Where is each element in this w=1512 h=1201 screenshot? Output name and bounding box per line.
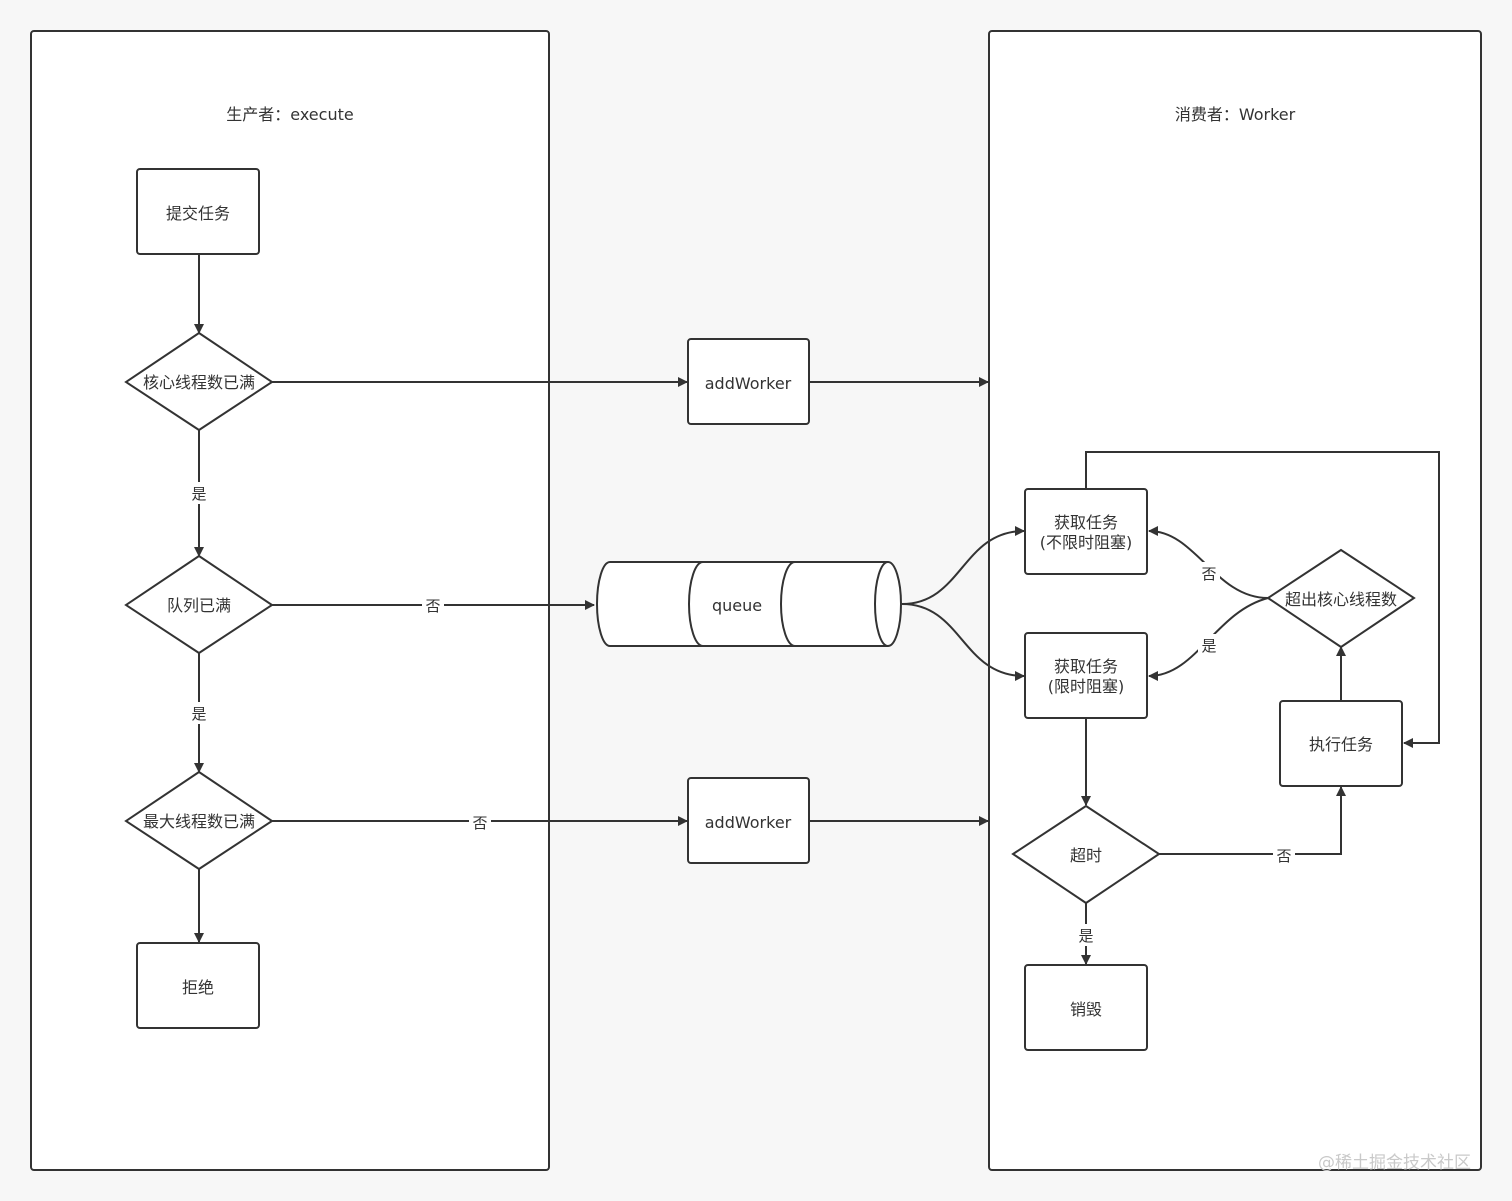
producer-lane: [30, 30, 550, 1171]
producer-lane-title: 生产者：execute: [226, 105, 353, 124]
submit-task-label: 提交任务: [166, 204, 230, 223]
core-full-decision: [124, 331, 274, 432]
edge-label-timeout-yes: 是: [1078, 927, 1093, 945]
edge-label-core-yes: 是: [191, 485, 206, 503]
poll-task-label-line2: (限时阻塞): [1048, 677, 1125, 696]
poll-task-node: [1024, 632, 1148, 719]
edge-label-exceed-yes: 是: [1201, 637, 1216, 655]
edge-take-loop-to-run: [1085, 451, 1440, 748]
run-task-label: 执行任务: [1309, 735, 1373, 754]
timeout-label: 超时: [1070, 846, 1102, 865]
queue-full-decision: [124, 554, 274, 655]
edge-label-queue-no: 否: [425, 597, 440, 615]
core-full-label: 核心线程数已满: [143, 373, 255, 392]
queue-label: queue: [712, 596, 762, 615]
take-task-label-line2: (不限时阻塞): [1040, 533, 1133, 552]
submit-task-node: [136, 168, 260, 255]
run-task-node: [1279, 700, 1403, 787]
destroy-label: 销毁: [1070, 1000, 1102, 1019]
edge-label-exceed-no: 否: [1201, 565, 1216, 583]
consumer-lane-title: 消费者：Worker: [1175, 105, 1296, 124]
max-full-decision: [124, 770, 274, 871]
add-worker-node-1: [687, 338, 810, 425]
watermark: @稀土掘金技术社区: [1318, 1153, 1471, 1173]
edge-label-timeout-no: 否: [1276, 847, 1291, 865]
reject-label: 拒绝: [182, 978, 214, 997]
add-worker-label-2: addWorker: [705, 813, 792, 832]
edge-timeout-to-run: [1159, 786, 1346, 855]
max-full-label: 最大线程数已满: [143, 812, 255, 831]
add-worker-node-2: [687, 777, 810, 864]
queue-full-label: 队列已满: [167, 596, 231, 615]
add-worker-label-1: addWorker: [705, 374, 792, 393]
timeout-decision: [1011, 804, 1161, 905]
take-task-label-line1: 获取任务: [1054, 513, 1118, 532]
poll-task-label-line1: 获取任务: [1054, 657, 1118, 676]
edge-queue-to-take: [901, 526, 1025, 605]
take-task-node: [1024, 488, 1148, 575]
edge-label-queue-yes: 是: [191, 705, 206, 723]
queue-cylinder: [596, 561, 902, 647]
destroy-node: [1024, 964, 1148, 1051]
reject-node: [136, 942, 260, 1029]
exceed-core-decision: [1266, 548, 1416, 649]
edge-queue-to-poll: [901, 603, 1025, 681]
exceed-core-label: 超出核心线程数: [1285, 590, 1397, 609]
edge-label-max-no: 否: [472, 814, 487, 832]
